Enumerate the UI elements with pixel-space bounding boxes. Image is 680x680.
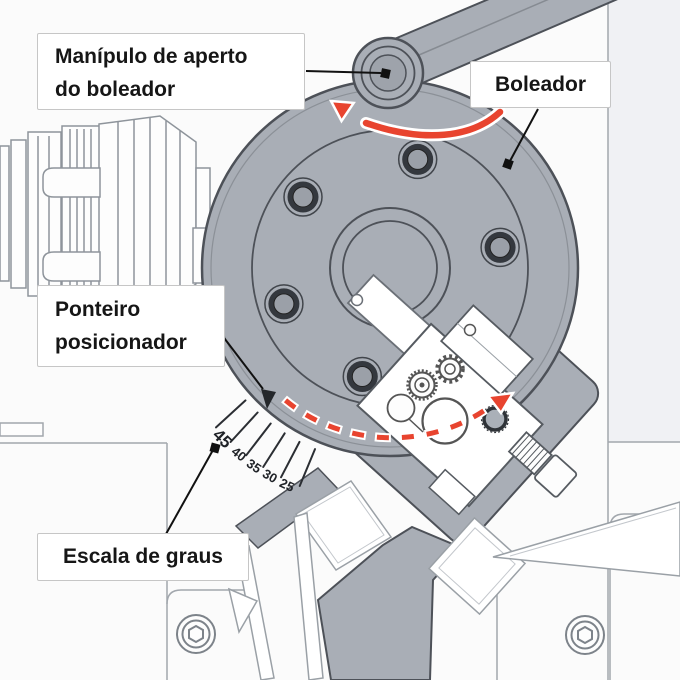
pointer-marker [261, 389, 276, 409]
knurled-knob [406, 369, 438, 401]
leader-line-manipulo [305, 70, 382, 74]
degree-scale-ticks [215, 399, 316, 487]
label-boleador: Boleador [470, 61, 611, 108]
tool-post [356, 304, 578, 516]
clamp-screw [463, 323, 477, 337]
label-line: Manípulo de aperto [55, 45, 248, 68]
leader-line-escala [165, 449, 214, 535]
adjuster-ring [386, 393, 416, 423]
leader-line-ponteiro [217, 329, 264, 390]
label-line: Ponteiro [55, 298, 141, 321]
label-ponteiro-posicionador: Ponteiro posicionador [37, 285, 225, 367]
label-escala-de-graus: Escala de graus [37, 533, 249, 581]
knurled-screw [507, 430, 578, 498]
bolt-hole [283, 177, 323, 217]
swing-direction-arrow-icon [281, 391, 516, 443]
clamp-handle-boss [351, 36, 425, 110]
bolt-hole [397, 139, 438, 180]
hex-bolt [176, 614, 605, 655]
leader-dot-boleador [502, 158, 514, 170]
ccw-rotation-arrow-icon [328, 99, 506, 142]
bolt-hole [480, 227, 520, 268]
leader-dot-manipulo [380, 68, 391, 79]
tool-seat-circle [421, 397, 469, 445]
leader-lines [165, 68, 539, 535]
bolt-hole [342, 356, 383, 397]
chuck-drawing [0, 115, 211, 310]
right-panel [608, 0, 680, 442]
leader-dot-escala [209, 442, 221, 454]
gear-knob [435, 354, 465, 384]
label-manipulo-aperto: Manípulo de aperto do boleador [37, 33, 305, 110]
label-line: posicionador [55, 331, 187, 354]
pivot-pin [350, 293, 364, 307]
leader-line-boleador [509, 108, 539, 162]
label-line: do boleador [55, 78, 176, 101]
bolt-hole [264, 284, 304, 324]
chuck-slot [42, 167, 101, 198]
chuck-slot [42, 251, 101, 282]
